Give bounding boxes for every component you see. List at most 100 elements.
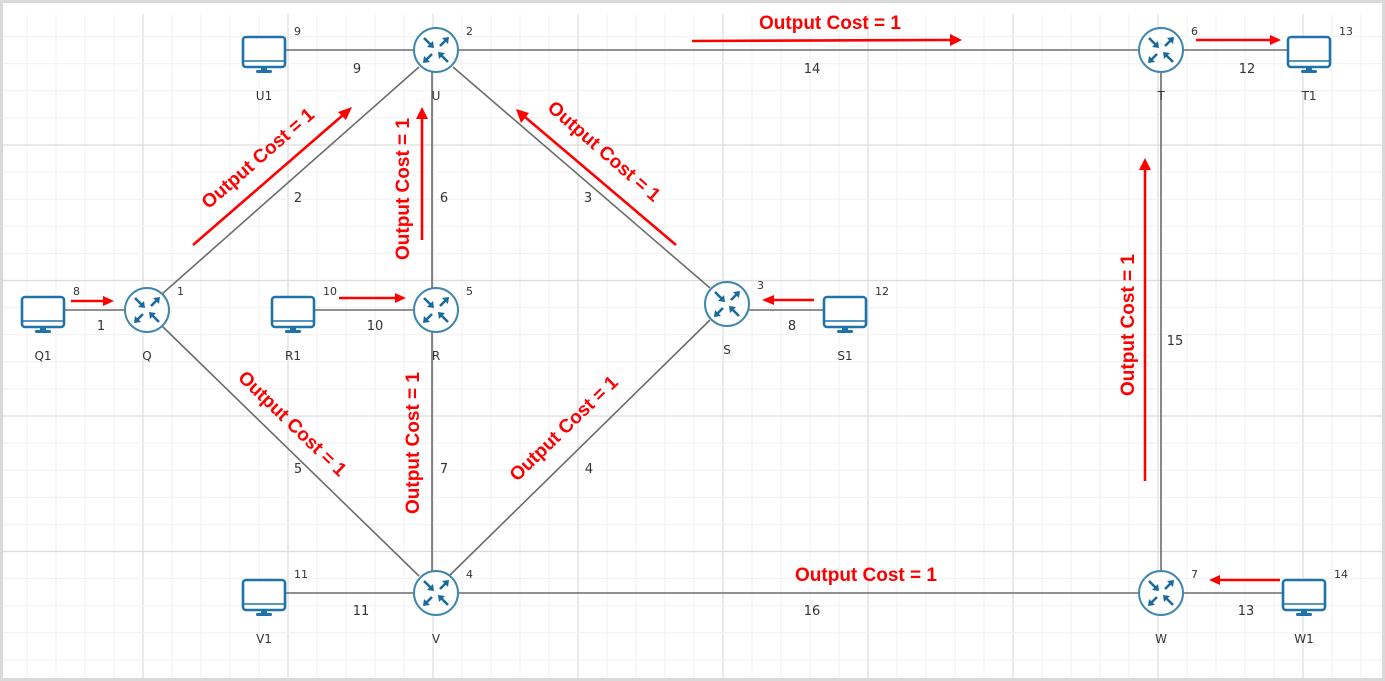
link-Q-V[interactable]	[161, 325, 420, 577]
link-cost-U1-U: 9	[353, 62, 361, 77]
host-label: W1	[1294, 632, 1314, 646]
router-id-label: 1	[177, 285, 184, 298]
link-cost-V-W: 16	[804, 604, 821, 619]
monitor-icon	[1286, 35, 1332, 73]
annotation-R-U: Output Cost = 1	[393, 107, 428, 260]
router-id-label: 7	[1191, 568, 1198, 581]
annotation-arrow-U-T	[691, 38, 951, 43]
router-Q[interactable]: Q1	[124, 285, 184, 363]
router-arrows-icon	[1148, 37, 1174, 63]
monitor-icon	[1281, 578, 1327, 616]
router-body[interactable]	[1138, 27, 1184, 73]
arrowhead-icon	[950, 34, 962, 46]
router-V[interactable]: V4	[413, 568, 473, 646]
router-body[interactable]	[413, 27, 459, 73]
host-id-label: 10	[323, 285, 337, 298]
link-cost-W1-W: 13	[1238, 604, 1255, 619]
annotation-text-V-W: Output Cost = 1	[795, 565, 937, 586]
host-arrow-Q1-Q	[71, 296, 114, 306]
router-id-label: 6	[1191, 25, 1198, 38]
host-Q1[interactable]: Q18	[20, 285, 80, 363]
link-cost-S-U: 3	[584, 191, 592, 206]
link-S-V[interactable]	[448, 319, 711, 577]
link-cost-V1-V: 11	[353, 604, 370, 619]
annotation-text-R-V: Output Cost = 1	[403, 372, 424, 514]
host-arrow-S1-S	[762, 295, 814, 305]
monitor-icon	[270, 295, 316, 333]
annotation-text-W-T: Output Cost = 1	[1118, 254, 1139, 396]
links-layer	[64, 49, 1288, 594]
router-U[interactable]: U2	[413, 25, 473, 103]
arrowhead-icon	[1139, 158, 1151, 170]
link-cost-R-U: 6	[440, 191, 448, 206]
host-id-label: 11	[294, 568, 308, 581]
link-cost-R-V: 7	[440, 462, 448, 477]
annotation-text-U-T: Output Cost = 1	[759, 13, 901, 34]
router-body[interactable]	[413, 287, 459, 333]
router-label: Q	[142, 349, 151, 363]
link-cost-T-T1: 12	[1239, 62, 1256, 77]
router-label: V	[432, 632, 441, 646]
link-cost-S-V: 4	[585, 462, 593, 477]
annotation-W-T: Output Cost = 1	[1118, 158, 1151, 481]
router-S[interactable]: S3	[704, 279, 764, 357]
monitor-icon	[241, 578, 287, 616]
router-arrows-icon	[423, 37, 449, 63]
router-label: U	[432, 89, 441, 103]
host-id-label: 13	[1339, 25, 1353, 38]
annotation-text-R-U: Output Cost = 1	[393, 118, 414, 260]
router-id-label: 5	[466, 285, 473, 298]
host-label: U1	[256, 89, 272, 103]
router-id-label: 4	[466, 568, 473, 581]
router-R[interactable]: R5	[413, 285, 473, 363]
annotation-S-U: Output Cost = 1	[516, 97, 677, 246]
annotation-text-S-U: Output Cost = 1	[543, 97, 664, 206]
router-body[interactable]	[704, 281, 750, 327]
router-arrows-icon	[134, 297, 160, 323]
monitor-icon	[822, 295, 868, 333]
link-cost-S1-S: 8	[788, 319, 796, 334]
host-id-label: 12	[875, 285, 889, 298]
link-cost-U-T: 14	[804, 62, 821, 77]
annotation-text-Q-V: Output Cost = 1	[233, 367, 350, 481]
monitor-icon	[20, 295, 66, 333]
link-cost-Q-U: 2	[294, 191, 302, 206]
host-id-label: 14	[1334, 568, 1348, 581]
router-arrows-icon	[714, 291, 740, 317]
router-label: S	[723, 343, 731, 357]
host-label: Q1	[34, 349, 51, 363]
router-body[interactable]	[124, 287, 170, 333]
router-id-label: 2	[466, 25, 473, 38]
router-W[interactable]: W7	[1138, 568, 1198, 646]
router-body[interactable]	[1138, 570, 1184, 616]
router-T[interactable]: T6	[1138, 25, 1198, 103]
link-cost-R1-R: 10	[367, 319, 384, 334]
router-label: R	[432, 349, 440, 363]
host-arrow-W1-W	[1209, 575, 1280, 585]
router-label: T	[1156, 89, 1165, 103]
arrowhead-icon	[416, 107, 428, 119]
arrowhead-icon	[1209, 575, 1220, 585]
arrowhead-icon	[103, 296, 114, 306]
monitor-icon	[241, 35, 287, 73]
link-S-U[interactable]	[452, 66, 711, 289]
link-cost-labels: 9 1 10 8 11 12 13 2 3 6 5 7 4 14 15 16	[97, 62, 1255, 619]
annotation-V-W: Output Cost = 1	[795, 565, 937, 586]
arrowhead-icon	[1270, 35, 1281, 45]
host-U1[interactable]: U19	[241, 25, 301, 103]
arrowhead-icon	[338, 107, 352, 120]
annotation-U-T: Output Cost = 1	[691, 13, 962, 46]
router-body[interactable]	[413, 570, 459, 616]
annotation-arrow-S-U	[524, 116, 677, 246]
link-Q-U[interactable]	[161, 66, 420, 295]
arrowhead-icon	[395, 293, 406, 303]
router-id-label: 3	[757, 279, 764, 292]
host-W1[interactable]: W1 14	[1281, 568, 1348, 646]
